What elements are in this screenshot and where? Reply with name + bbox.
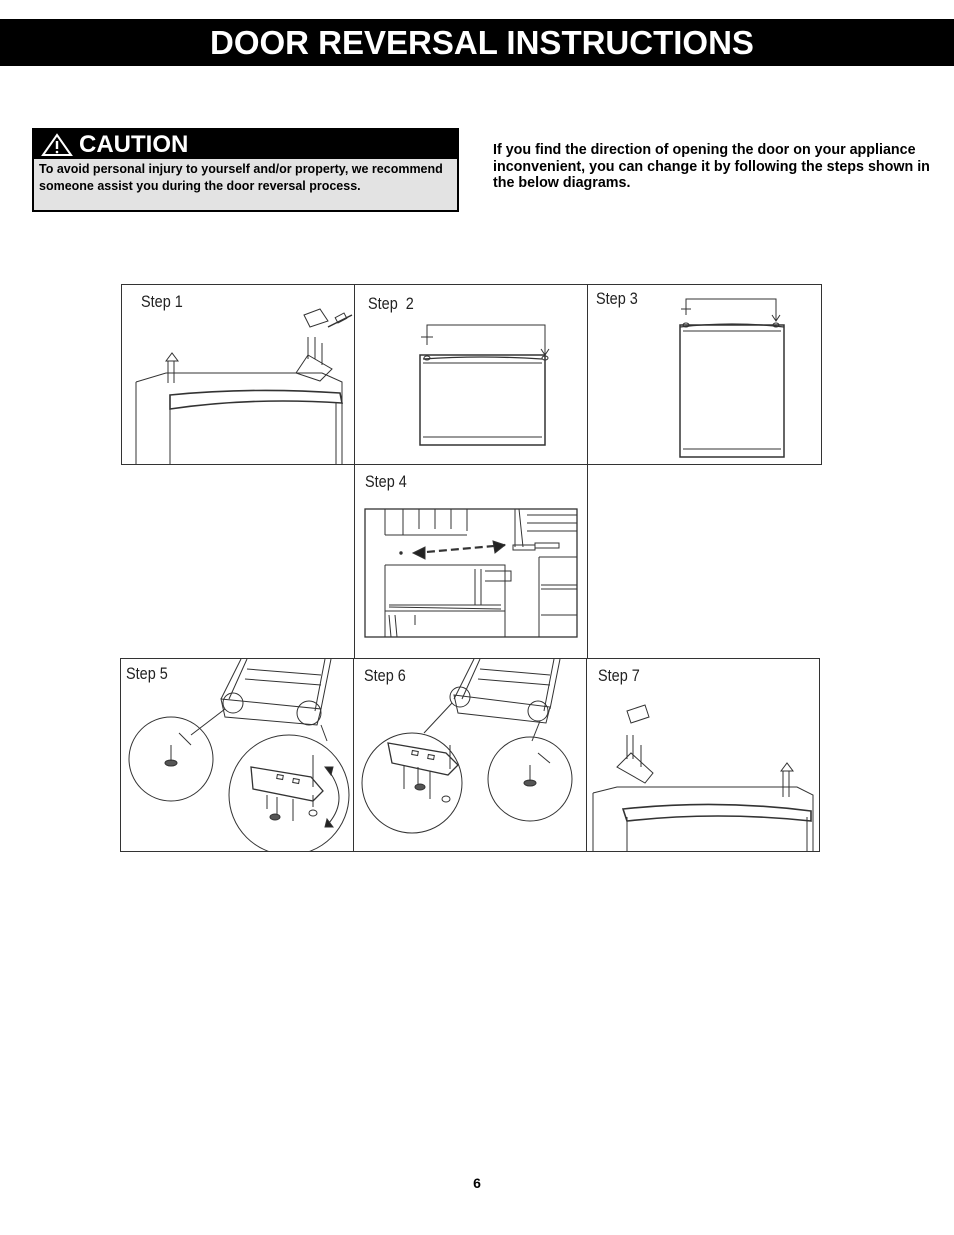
step-1-label: Step 1: [141, 292, 183, 311]
step-1-illustration: [135, 308, 353, 464]
caution-header: CAUTION: [34, 130, 457, 159]
step-4-label: Step 4: [365, 472, 407, 491]
page-number: 6: [473, 1175, 481, 1191]
warning-triangle-icon: [41, 133, 73, 156]
step-2-illustration: [419, 324, 550, 446]
page-title: DOOR REVERSAL INSTRUCTIONS: [210, 24, 754, 61]
step-3-panel: Step 3: [587, 284, 822, 465]
caution-text: To avoid personal injury to yourself and…: [39, 162, 443, 193]
caution-box: CAUTION To avoid personal injury to your…: [32, 128, 459, 212]
step-7-illustration: [592, 704, 814, 851]
step-6-illustration: [361, 659, 573, 834]
step-2-label: Step 2: [368, 294, 414, 313]
intro-paragraph: If you find the direction of opening the…: [493, 142, 930, 191]
step-5-illustration: [128, 659, 350, 851]
step-3-label: Step 3: [596, 289, 638, 308]
title-banner: DOOR REVERSAL INSTRUCTIONS: [0, 19, 954, 66]
step-6-panel: Step 6: [353, 658, 588, 852]
step-5-label: Step 5: [126, 664, 168, 683]
step-5-panel: Step 5: [120, 658, 355, 852]
step-1-panel: Step 1: [121, 284, 355, 465]
caution-title: CAUTION: [79, 131, 189, 158]
step-6-label: Step 6: [364, 666, 406, 685]
step-2-panel: Step 2: [354, 284, 588, 465]
step-4-panel: Step 4: [354, 464, 588, 660]
step-3-illustration: [679, 298, 785, 458]
step-4-illustration: [364, 508, 578, 638]
step-7-panel: Step 7: [586, 658, 820, 852]
step-7-label: Step 7: [598, 666, 640, 685]
